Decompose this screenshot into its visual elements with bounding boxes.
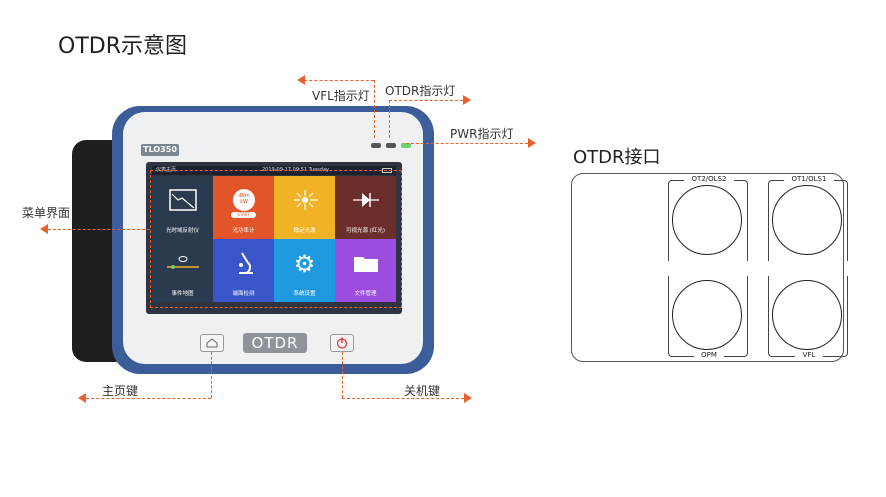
callout-power-line-v [342, 352, 343, 398]
callout-home: 主页键 [102, 382, 138, 399]
callout-pwr-line [406, 143, 528, 144]
port-ot2-ols2[interactable] [672, 185, 742, 255]
power-icon [331, 335, 353, 351]
otdr-button[interactable]: OTDR [243, 333, 307, 353]
otdr-led [386, 143, 396, 148]
port-ot1-ols1[interactable] [772, 185, 842, 255]
port-label-vfl: VFL [795, 351, 823, 359]
callout-vfl-line-v [374, 80, 375, 138]
port-label-ot1: OT1/OLS1 [784, 175, 834, 183]
callout-pwr-arrow [528, 138, 536, 148]
callout-menu-arrow [40, 224, 48, 234]
callout-otdr-arrow [463, 95, 471, 105]
callout-otdr-line [389, 100, 463, 101]
callout-power-line [342, 398, 464, 399]
callout-home-arrow [78, 393, 86, 403]
callout-otdr-line-v [389, 100, 390, 138]
page-title: OTDR示意图 [58, 28, 187, 60]
callout-otdr: OTDR指示灯 [385, 82, 455, 99]
callout-power-arrow [464, 393, 472, 403]
callout-menu-line [48, 229, 150, 230]
callout-vfl-line [304, 80, 374, 81]
ports-title: OTDR接口 [573, 143, 661, 169]
vfl-led [371, 143, 381, 148]
model-badge: TLO350 [141, 144, 179, 156]
port-label-ot2: OT2/OLS2 [684, 175, 734, 183]
menu-highlight [150, 170, 402, 308]
callout-menu: 菜单界面 [22, 204, 70, 221]
power-button[interactable] [330, 334, 354, 352]
callout-power: 关机键 [404, 382, 440, 399]
callout-home-line [86, 398, 211, 399]
home-icon [201, 335, 223, 351]
port-vfl[interactable] [772, 280, 842, 350]
port-label-opm: OPM [694, 351, 724, 359]
callout-pwr: PWR指示灯 [450, 125, 513, 142]
callout-vfl: VFL指示灯 [312, 87, 370, 104]
callout-home-line-v [211, 352, 212, 398]
home-button[interactable] [200, 334, 224, 352]
port-opm[interactable] [672, 280, 742, 350]
